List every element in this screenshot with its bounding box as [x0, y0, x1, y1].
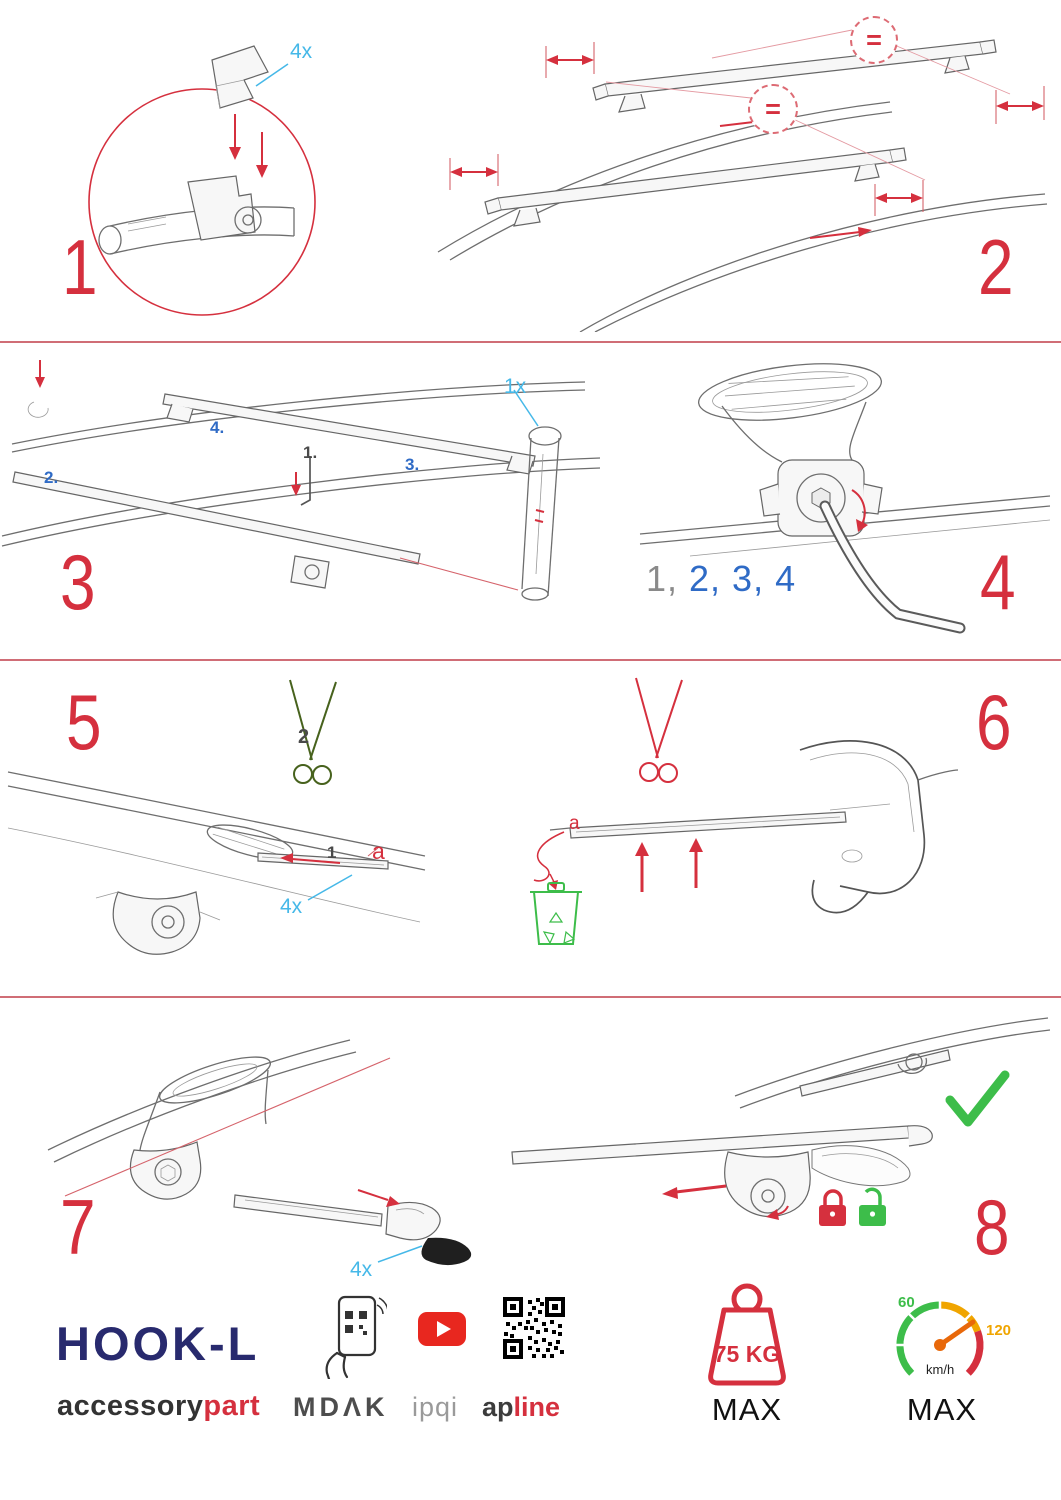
step-1-illustration [88, 45, 316, 316]
step-5-number: 5 [66, 678, 102, 766]
step3-order-1: 1. [303, 443, 318, 462]
scissors-icon [289, 679, 337, 785]
logo-apline: apline [482, 1392, 560, 1423]
lock-closed-icon [819, 1189, 846, 1226]
qty-pointer-line [377, 1245, 423, 1263]
logo-ap: ap [482, 1392, 514, 1422]
step-2-illustration [437, 29, 1048, 332]
clamp-body [129, 1141, 202, 1200]
step-2-number: 2 [978, 223, 1014, 311]
guide-line [64, 1057, 391, 1197]
bar-end-top [697, 363, 883, 421]
speed-low-label: 60 [898, 1294, 915, 1311]
qr-code-icon [503, 1297, 565, 1359]
strap-tool [521, 426, 562, 601]
roof-rails [437, 101, 1048, 332]
trash-recycle-icon [530, 882, 582, 945]
speed-max-label: MAX [906, 1392, 978, 1427]
phone-qr-icon [325, 1295, 387, 1379]
section-divider [0, 341, 1061, 343]
pointer-line [399, 557, 519, 591]
equal-badge-mid: = [748, 84, 798, 134]
hex-key [291, 456, 311, 506]
speed-high-label: 120 [986, 1322, 1012, 1339]
clamp-body [95, 891, 221, 955]
step3-order-3: 3. [405, 455, 420, 474]
step-7-number: 7 [60, 1183, 96, 1271]
detail-circle [88, 88, 316, 316]
step-1-number: 1 [62, 223, 98, 311]
brand-logo: accessorypart [57, 1390, 260, 1423]
weight-max-label: MAX [711, 1392, 783, 1427]
step5-qty-label: 4x [280, 895, 303, 918]
step4-sequence: 1, 2, 3, 4 [646, 558, 796, 600]
scissors-icon [635, 677, 683, 783]
step3-qty-label: 1x [504, 375, 527, 398]
clamp-body [721, 401, 883, 537]
clamp-hook [799, 740, 959, 914]
step-4-illustration [639, 363, 1051, 634]
equal-badge-top: = [850, 16, 898, 64]
lock-open-icon [859, 1187, 886, 1226]
logo-mdak: MDΛK [293, 1392, 389, 1422]
step1-qty-label: 4x [290, 40, 313, 63]
cut-off-strip [533, 831, 565, 890]
step7-qty-label: 4x [350, 1258, 373, 1281]
section-divider [0, 659, 1061, 661]
step-3-illustration [1, 360, 601, 601]
qty-pointer-line [307, 874, 353, 901]
sequence-first: 1, [646, 558, 679, 599]
weight-limit-value: 75 KG [713, 1341, 781, 1367]
product-name: HOOK-L [56, 1317, 260, 1370]
step5-cut-label: 2 [298, 726, 310, 748]
step5-insert-label: 1 [327, 843, 337, 862]
checkmark-icon [945, 1070, 1010, 1127]
roof-rail [47, 1039, 357, 1163]
weight-icon [708, 1283, 786, 1386]
crossbars [12, 393, 536, 589]
step3-order-2: 2. [44, 468, 59, 487]
step-7-illustration [47, 1039, 472, 1266]
step3-order-4: 4. [210, 418, 225, 437]
section-divider [0, 996, 1061, 998]
brand-first: accessory [57, 1390, 204, 1422]
sequence-rest: 2, 3, 4 [678, 558, 797, 599]
insert-arrows [229, 114, 268, 178]
rubber-strip [257, 847, 389, 870]
qty-pointer-line [513, 389, 539, 427]
step-8-illustration [511, 1017, 1051, 1226]
step-6-illustration [530, 677, 959, 945]
qty-pointer-line [255, 63, 289, 87]
bar-end-opening [139, 1056, 272, 1151]
step-3-number: 3 [60, 538, 96, 626]
brand-second: part [203, 1390, 261, 1422]
lock-assembly [511, 1125, 933, 1220]
crossbar-clamp [98, 175, 295, 255]
step6-strip-label: a [569, 813, 580, 834]
step-8-number: 8 [974, 1183, 1010, 1271]
youtube-icon [418, 1312, 466, 1346]
allen-key [819, 500, 966, 634]
logo-ipqi: ipqi [412, 1392, 459, 1422]
bracket-part [211, 45, 269, 109]
logo-line: line [513, 1392, 561, 1422]
push-arrows [635, 838, 703, 892]
speedometer-icon [894, 1299, 984, 1376]
rotate-arrow [851, 489, 868, 532]
step-6-number: 6 [976, 678, 1012, 766]
step5-strip-label: a [372, 838, 385, 864]
end-cap-assembly [233, 1189, 472, 1266]
step-4-number: 4 [980, 538, 1016, 626]
speed-unit-label: km/h [926, 1362, 955, 1377]
step-5-illustration [7, 679, 426, 955]
roof-rails [7, 771, 426, 923]
final-check-view [734, 1017, 1051, 1109]
equal-connectors [605, 29, 1011, 181]
start-arrow [27, 360, 49, 418]
crossbar-channel [549, 811, 847, 839]
